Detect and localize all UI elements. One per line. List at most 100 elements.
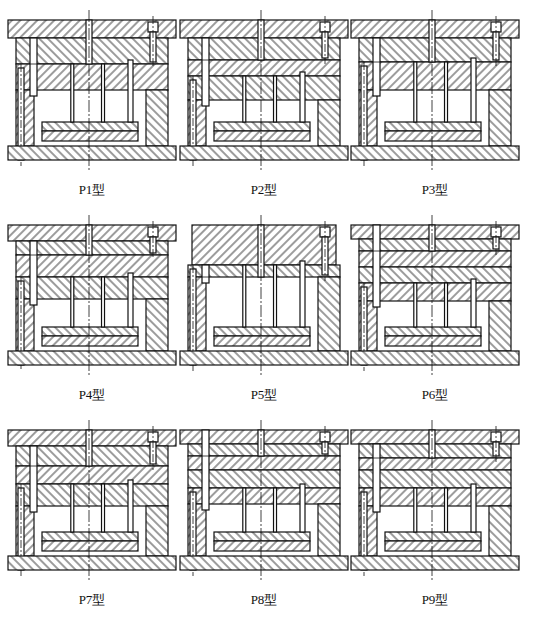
ejector-retainer-plate <box>42 532 138 541</box>
mold-section <box>8 10 176 170</box>
figure-caption: P2型 <box>251 182 278 198</box>
center-line <box>261 215 262 375</box>
guide-bush-line <box>202 60 209 61</box>
mold-plate <box>16 255 168 277</box>
guide-pin <box>202 430 209 510</box>
ejector-plate <box>42 541 138 551</box>
mold-plate <box>188 470 340 488</box>
guide-bush-line <box>30 466 37 467</box>
ejector-pin <box>414 62 417 122</box>
ejector-plate <box>385 541 481 551</box>
return-pin <box>128 480 133 532</box>
center-line <box>325 426 326 460</box>
ejector-pin <box>445 283 448 327</box>
ejector-retainer-plate <box>214 532 310 541</box>
spacer-block <box>146 90 168 146</box>
return-pin <box>471 279 476 327</box>
center-line <box>432 215 433 375</box>
mold-section <box>180 420 348 580</box>
mold-plate <box>16 466 168 484</box>
mold-plate <box>188 76 340 100</box>
ejector-pin <box>243 488 246 532</box>
figure-caption: P1型 <box>79 182 106 198</box>
return-pin <box>471 484 476 532</box>
bottom-clamp-plate <box>351 146 519 160</box>
mold-plate <box>16 277 168 299</box>
bottom-clamp-plate <box>180 351 348 365</box>
ejector-plate <box>214 336 310 346</box>
guide-bush-line <box>30 255 37 256</box>
ejector-retainer-plate <box>385 532 481 541</box>
guide-pin <box>30 446 37 512</box>
center-line <box>432 10 433 170</box>
mold-plate <box>16 484 168 506</box>
mold-section <box>351 10 519 170</box>
figure-caption: P8型 <box>251 592 278 608</box>
mold-plate <box>188 456 340 470</box>
center-line <box>261 10 262 170</box>
guide-pin <box>373 38 380 96</box>
spacer-block <box>318 100 340 146</box>
center-line <box>496 221 497 255</box>
mold-section <box>351 215 519 375</box>
spacer-block <box>489 301 511 351</box>
return-pin <box>128 273 133 327</box>
mold-plate <box>359 267 511 283</box>
figure-caption: P9型 <box>422 592 449 608</box>
mold-plate <box>359 62 511 90</box>
guide-bush-line <box>373 62 380 63</box>
mold-plate <box>359 488 511 506</box>
ejector-pin <box>243 76 246 122</box>
ejector-pin <box>274 76 277 122</box>
ejector-pin <box>102 64 105 122</box>
return-pin <box>471 58 476 122</box>
center-line <box>89 215 90 375</box>
center-line <box>153 221 154 259</box>
ejector-retainer-plate <box>42 122 138 131</box>
ejector-plate <box>385 336 481 346</box>
mold-section <box>8 420 176 580</box>
figure-caption: P6型 <box>422 387 449 403</box>
ejector-pin <box>445 62 448 122</box>
center-line <box>432 420 433 580</box>
guide-pin <box>30 38 37 96</box>
spacer-block <box>489 506 511 556</box>
figure-caption: P7型 <box>79 592 106 608</box>
mold-section <box>8 215 176 375</box>
ejector-retainer-plate <box>214 327 310 336</box>
mold-plate <box>359 470 511 488</box>
return-pin <box>128 60 133 122</box>
figure-caption: P4型 <box>79 387 106 403</box>
center-line <box>261 420 262 580</box>
ejector-pin <box>71 64 74 122</box>
ejector-plate <box>214 541 310 551</box>
center-line <box>89 10 90 170</box>
ejector-pin <box>243 265 246 327</box>
ejector-pin <box>274 265 277 327</box>
ejector-retainer-plate <box>385 327 481 336</box>
ejector-pin <box>274 488 277 532</box>
guide-pin <box>202 265 209 283</box>
spacer-block <box>318 504 340 556</box>
mold-plate <box>16 64 168 90</box>
bottom-clamp-plate <box>180 556 348 570</box>
ejector-pin <box>414 283 417 327</box>
guide-bush-line <box>202 277 209 278</box>
ejector-retainer-plate <box>385 122 481 131</box>
spacer-block <box>489 90 511 146</box>
guide-bush-line <box>202 456 209 457</box>
ejector-plate <box>214 131 310 141</box>
center-line <box>325 221 326 281</box>
mold-plate <box>359 458 511 470</box>
bottom-clamp-plate <box>8 556 176 570</box>
guide-bush-line <box>373 458 380 459</box>
spacer-block <box>318 277 340 351</box>
ejector-retainer-plate <box>214 122 310 131</box>
return-pin <box>300 484 305 532</box>
bottom-clamp-plate <box>180 146 348 160</box>
return-pin <box>300 261 305 327</box>
return-pin <box>300 72 305 122</box>
ejector-pin <box>445 488 448 532</box>
bottom-clamp-plate <box>8 146 176 160</box>
